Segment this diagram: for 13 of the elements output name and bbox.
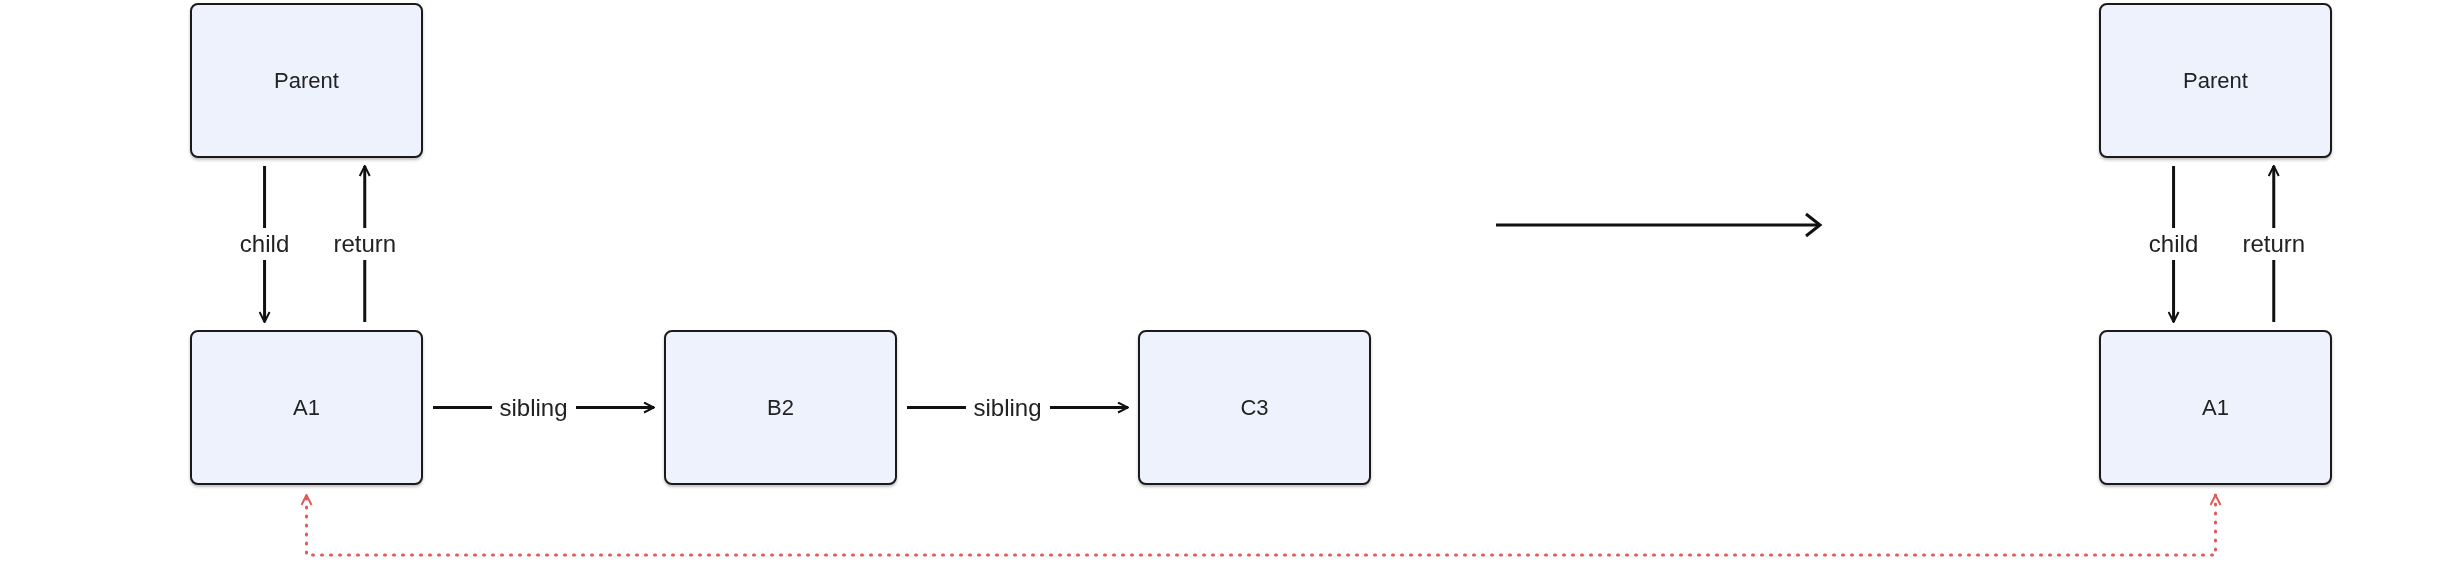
box-label: A1 xyxy=(293,394,320,422)
box-label: C3 xyxy=(1240,394,1269,422)
process-box xyxy=(190,330,423,485)
box-label: A1 xyxy=(2202,394,2229,422)
box-label: Parent xyxy=(2183,67,2248,95)
box-label: B2 xyxy=(767,394,794,422)
dotted-arrow xyxy=(300,493,2222,557)
process-box xyxy=(190,3,423,158)
process-box xyxy=(664,330,897,485)
box-label: Parent xyxy=(274,67,339,95)
process-box xyxy=(1138,330,1371,485)
process-box xyxy=(2099,3,2332,158)
process-box xyxy=(2099,330,2332,485)
